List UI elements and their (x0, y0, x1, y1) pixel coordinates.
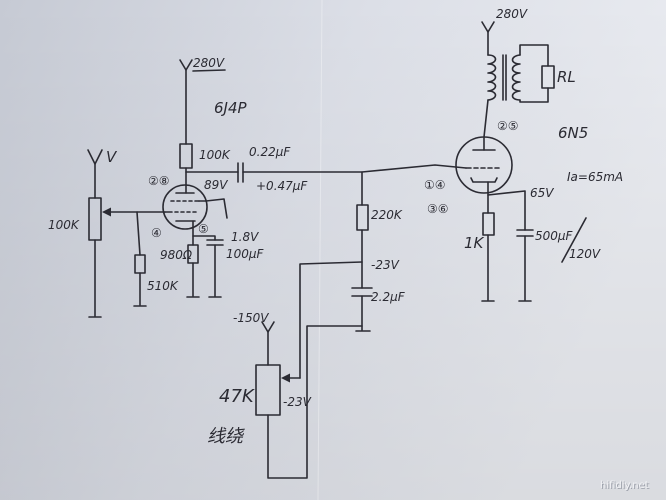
tube2-pins-cathode: ③⑥ (427, 202, 449, 216)
input-stage: V 100K 510K (48, 148, 179, 318)
primary-coil (487, 54, 497, 101)
tube1-cathode-circuit: 980Ω 1.8V 100μF (160, 220, 265, 298)
tube1-plate-circuit: 280V 100K 89V 0.22μF +0.47μF (179, 56, 467, 194)
tube2-pins-grid: ①④ (424, 178, 446, 192)
coupling-cap-label: 0.22μF (249, 145, 291, 159)
tube1-pin-cathode: ⑤ (198, 222, 209, 236)
tube2-cap-voltage-slash (561, 217, 587, 263)
tube1: ②⑧ ④ ⑤ 6J4P (148, 99, 248, 240)
bias-network: 220K -23V 2.2μF -150V 47K -23V 线绕 (207, 171, 406, 479)
bias-node-to-wiper-wire (299, 261, 363, 379)
tube2-cathode-node-wire (487, 190, 526, 231)
tube2: ②⑤ ①④ ③⑥ 6N5 Ia=65mA (424, 119, 623, 216)
supply-left-underline (192, 69, 226, 72)
output-transformer: 280V RL (481, 7, 576, 151)
tube2-cathode-voltage-label: 65V (530, 186, 554, 200)
bias-resistor-label: 220K (371, 208, 403, 222)
tube1-envelope (162, 184, 208, 230)
bias-pot-label: 47K (219, 386, 255, 407)
input-label: V (106, 148, 118, 166)
supply-right-symbol (481, 21, 495, 33)
coupling-to-grid-wire (242, 164, 467, 173)
bias-pot-return-wire (267, 325, 363, 479)
secondary-coil (511, 54, 521, 101)
bias-cap-label: 2.2μF (371, 290, 406, 304)
tube2-cathode-circuit: 65V 1K 500μF 120V (464, 181, 601, 302)
cathode-voltage-label: 1.8V (231, 230, 259, 244)
supply-right-label: 280V (496, 7, 528, 21)
volume-pot-label: 100K (48, 218, 80, 232)
cathode-node-wire (192, 235, 216, 241)
cathode-cap-label: 100μF (226, 247, 265, 261)
bias-pot-wiper-voltage-label: -23V (283, 395, 312, 409)
grid-resistor-wire-top (136, 211, 141, 256)
tube1-pin-grid: ④ (151, 226, 162, 240)
supply-left-symbol (179, 59, 193, 71)
load-label: RL (557, 68, 576, 86)
tube2-current-label: Ia=65mA (567, 170, 623, 184)
tube2-type-label: 6N5 (558, 124, 588, 142)
bias-voltage-label: -23V (371, 258, 400, 272)
tube2-pins-plate: ②⑤ (497, 119, 519, 133)
plate-voltage-label: 89V (204, 178, 228, 192)
paper-fold-line (317, 0, 323, 500)
tube2-cathode-resistor-label: 1K (464, 234, 485, 252)
watermark: hifidiy.net (600, 480, 649, 491)
secondary-bottom-wire (519, 87, 549, 103)
neg-supply-label: -150V (233, 311, 269, 325)
plate-resistor-label: 100K (199, 148, 231, 162)
supply-left-label: 280V (193, 56, 225, 70)
bias-pot-wiper-arrow (281, 373, 290, 383)
secondary-top-wire (519, 44, 549, 67)
cathode-resistor-label: 980Ω (160, 248, 193, 262)
grid-resistor-label: 510K (147, 279, 179, 293)
tube1-type-label: 6J4P (214, 99, 248, 117)
tube1-screen-lead (198, 198, 228, 219)
bias-pot-type-label: 线绕 (207, 426, 245, 447)
tube2-cathode (470, 177, 498, 183)
tube2-cap-voltage-label: 120V (569, 247, 601, 261)
coupling-cap-parallel-label: +0.47μF (256, 179, 308, 193)
tube1-pins-top: ②⑧ (148, 174, 170, 188)
volume-pot-wiper-arrow (102, 207, 111, 217)
tube2-cathode-cap-label: 500μF (535, 229, 574, 243)
transformer-core (502, 54, 507, 101)
tube2-plate-lead (483, 99, 489, 151)
watermark-shadow: hifidiy.net (601, 481, 650, 492)
